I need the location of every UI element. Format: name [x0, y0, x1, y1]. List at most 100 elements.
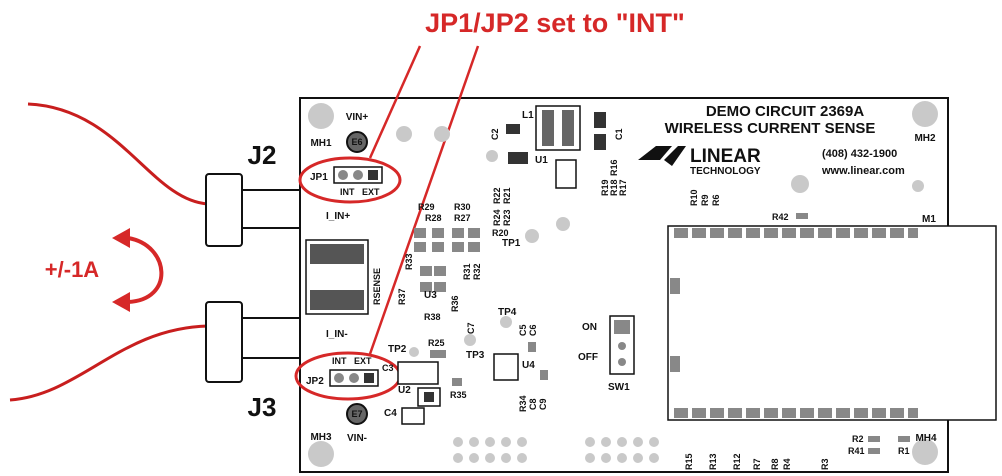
svg-text:C1: C1 [614, 128, 624, 140]
linear-logo: LINEAR TECHNOLOGY [638, 146, 761, 177]
board-title-line1: DEMO CIRCUIT 2369A [706, 103, 865, 120]
svg-text:R9: R9 [700, 194, 710, 206]
j3-label: J3 [248, 392, 277, 422]
svg-text:INT: INT [340, 187, 355, 197]
linear-logo-icon [638, 146, 686, 166]
callout-leader-jp2 [368, 45, 480, 355]
svg-text:R22: R22 [492, 187, 502, 204]
svg-text:JP1: JP1 [310, 172, 328, 183]
svg-text:R25: R25 [428, 338, 445, 348]
mounting-hole-2 [912, 101, 938, 127]
tp4-testpoint [500, 316, 512, 328]
logo-text: LINEAR [690, 146, 761, 167]
mounting-hole-4 [912, 439, 938, 465]
svg-text:R10: R10 [689, 189, 699, 206]
svg-text:R19: R19 [600, 179, 610, 196]
svg-text:MH4: MH4 [915, 433, 937, 444]
svg-text:R21: R21 [502, 187, 512, 204]
j3-connector-body [205, 301, 243, 383]
svg-text:R34: R34 [518, 395, 528, 412]
svg-text:R7: R7 [752, 458, 762, 470]
svg-text:VIN+: VIN+ [346, 112, 369, 123]
svg-text:R16: R16 [609, 159, 619, 176]
svg-text:I_IN+: I_IN+ [326, 211, 350, 222]
tp2-testpoint [409, 347, 419, 357]
j2-label: J2 [248, 140, 277, 170]
svg-text:R1: R1 [898, 446, 910, 456]
svg-text:EXT: EXT [354, 356, 372, 366]
callout-title: JP1/JP2 set to "INT" [425, 8, 685, 38]
svg-text:OFF: OFF [578, 352, 598, 363]
svg-text:R41: R41 [848, 446, 865, 456]
svg-text:TP2: TP2 [388, 344, 407, 355]
svg-text:L1: L1 [522, 110, 534, 121]
svg-text:R15: R15 [684, 453, 694, 470]
m1-bottom-pads [674, 408, 918, 418]
svg-text:R27: R27 [454, 213, 471, 223]
svg-text:U1: U1 [535, 155, 548, 166]
svg-text:R3: R3 [820, 458, 830, 470]
tp3-testpoint [464, 334, 476, 346]
svg-text:INT: INT [332, 356, 347, 366]
svg-text:R23: R23 [502, 209, 512, 226]
svg-text:R18: R18 [609, 179, 619, 196]
svg-text:R42: R42 [772, 212, 789, 222]
bottom-header-right [585, 437, 659, 463]
svg-text:MH2: MH2 [914, 133, 936, 144]
svg-text:RSENSE: RSENSE [372, 268, 382, 305]
svg-text:TP3: TP3 [466, 350, 485, 361]
u1-chip [555, 159, 577, 189]
vin-pos-terminal [346, 131, 368, 153]
svg-text:EXT: EXT [362, 187, 380, 197]
svg-text:R24: R24 [492, 209, 502, 226]
svg-text:R38: R38 [424, 312, 441, 322]
svg-text:R6: R6 [711, 194, 721, 206]
sw1-knob [614, 320, 630, 334]
svg-text:R4: R4 [782, 458, 792, 470]
logo-subtext: TECHNOLOGY [690, 166, 761, 177]
svg-text:R29: R29 [418, 202, 435, 212]
svg-text:R31: R31 [462, 263, 472, 280]
svg-text:R37: R37 [397, 288, 407, 305]
svg-text:C9: C9 [538, 398, 548, 410]
svg-text:MH1: MH1 [310, 138, 332, 149]
svg-text:U3: U3 [424, 290, 437, 301]
svg-text:C8: C8 [528, 398, 538, 410]
j2-connector-body [205, 173, 243, 247]
svg-text:ON: ON [582, 322, 597, 333]
callout-leader-jp1 [368, 45, 422, 159]
mounting-hole-3 [308, 441, 334, 467]
top-wire [27, 102, 209, 206]
svg-text:R12: R12 [732, 453, 742, 470]
svg-text:C2: C2 [490, 128, 500, 140]
current-label: +/-1A [45, 257, 100, 282]
svg-text:R33: R33 [404, 253, 414, 270]
svg-text:R2: R2 [852, 434, 864, 444]
vin-neg-terminal [346, 403, 368, 425]
svg-text:R8: R8 [770, 458, 780, 470]
svg-text:U4: U4 [522, 360, 535, 371]
svg-text:R36: R36 [450, 295, 460, 312]
svg-text:E7: E7 [351, 409, 362, 419]
svg-text:R35: R35 [450, 390, 467, 400]
svg-text:TP1: TP1 [502, 238, 521, 249]
svg-text:U2: U2 [398, 385, 411, 396]
current-arrow-head-top [112, 228, 130, 248]
svg-text:M1: M1 [922, 214, 936, 225]
svg-text:R17: R17 [618, 179, 628, 196]
svg-text:SW1: SW1 [608, 382, 630, 393]
svg-text:R30: R30 [454, 202, 471, 212]
svg-text:JP2: JP2 [306, 376, 324, 387]
svg-text:VIN-: VIN- [347, 433, 367, 444]
svg-text:C6: C6 [528, 324, 538, 336]
svg-text:C5: C5 [518, 324, 528, 336]
svg-text:C4: C4 [384, 408, 397, 419]
svg-text:TP4: TP4 [498, 307, 517, 318]
bottom-header-left [453, 437, 527, 463]
svg-text:C7: C7 [466, 322, 476, 334]
tp1-testpoint [525, 229, 539, 243]
current-arrow [127, 236, 164, 304]
svg-text:MH3: MH3 [310, 432, 332, 443]
bottom-wire [9, 324, 209, 402]
